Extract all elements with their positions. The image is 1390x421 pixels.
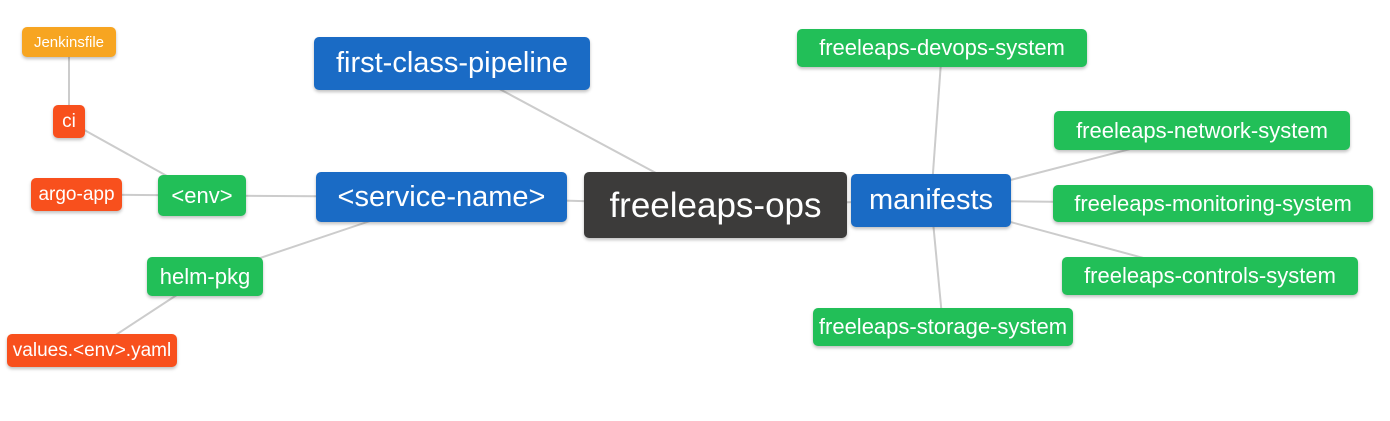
node-helm-pkg[interactable]: helm-pkg <box>147 257 263 296</box>
node-argo-app[interactable]: argo-app <box>31 178 122 211</box>
node-first-class-pipeline[interactable]: first-class-pipeline <box>314 37 590 90</box>
node-freeleaps-network-system[interactable]: freeleaps-network-system <box>1054 111 1350 150</box>
node-freeleaps-monitoring-system[interactable]: freeleaps-monitoring-system <box>1053 185 1373 222</box>
node-jenkinsfile[interactable]: Jenkinsfile <box>22 27 116 57</box>
node-manifests[interactable]: manifests <box>851 174 1011 227</box>
node-service-name[interactable]: <service-name> <box>316 172 567 222</box>
node-ci[interactable]: ci <box>53 105 85 138</box>
node-freeleaps-controls-system[interactable]: freeleaps-controls-system <box>1062 257 1358 295</box>
node-env[interactable]: <env> <box>158 175 246 216</box>
node-freeleaps-devops-system[interactable]: freeleaps-devops-system <box>797 29 1087 67</box>
node-values-env-yaml[interactable]: values.<env>.yaml <box>7 334 177 367</box>
node-freeleaps-ops[interactable]: freeleaps-ops <box>584 172 847 238</box>
node-freeleaps-storage-system[interactable]: freeleaps-storage-system <box>813 308 1073 346</box>
